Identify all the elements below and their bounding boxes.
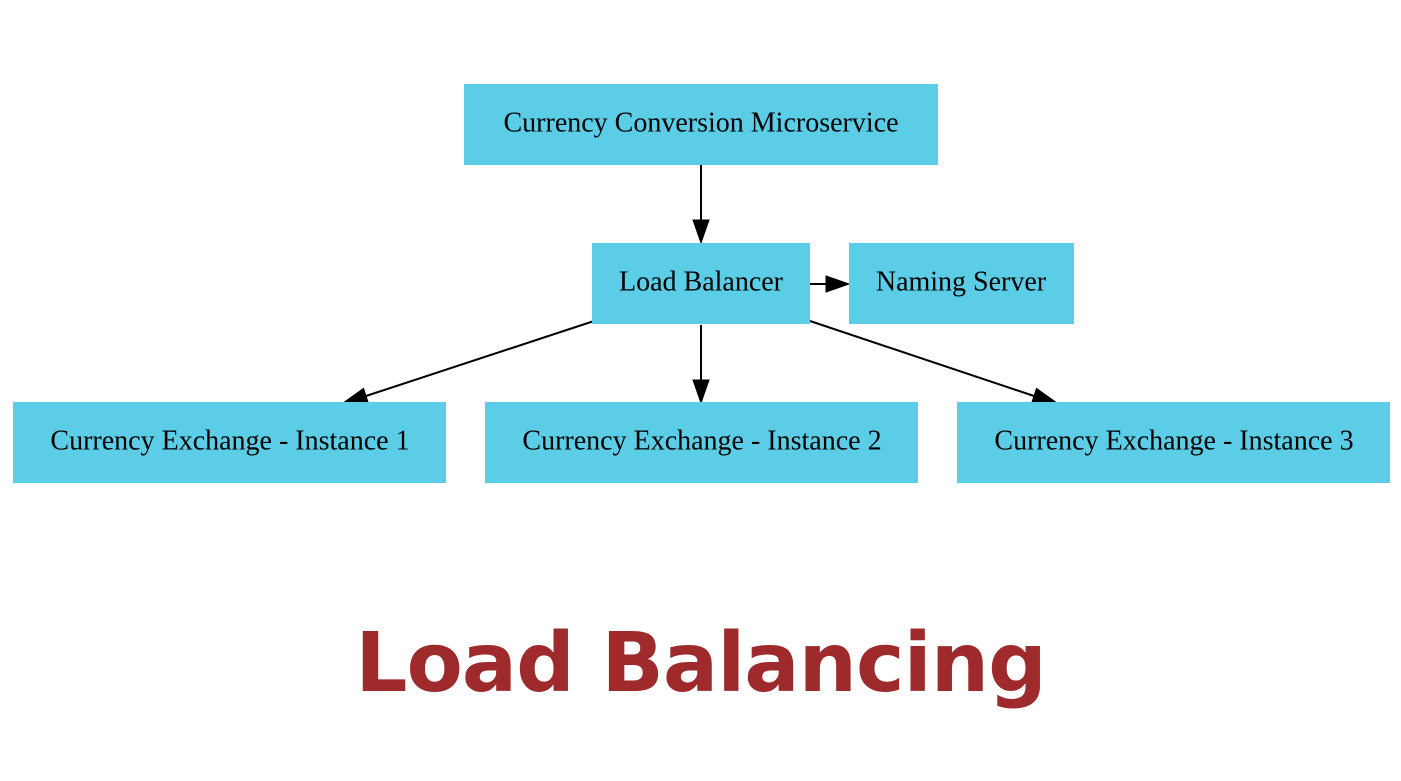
node-currency-exchange-instance-3: Currency Exchange - Instance 3 (957, 402, 1390, 483)
node-load-balancer: Load Balancer (592, 243, 810, 324)
diagram-nodes: Currency Conversion Microservice Load Ba… (13, 84, 1390, 483)
edge-load-balancer-to-naming-server (810, 275, 851, 293)
edge-conversion-to-load-balancer (692, 165, 710, 245)
edge-load-balancer-to-exchange-2 (692, 325, 710, 405)
node-currency-conversion-microservice: Currency Conversion Microservice (464, 84, 938, 165)
node-label-exchange-1: Currency Exchange - Instance 1 (50, 425, 409, 456)
page-title: Load Balancing (355, 616, 1047, 711)
node-label-load-balancer: Load Balancer (619, 266, 784, 297)
node-currency-exchange-instance-1: Currency Exchange - Instance 1 (13, 402, 446, 483)
edge-load-balancer-to-exchange-3 (809, 320, 1059, 405)
node-label-exchange-3: Currency Exchange - Instance 3 (994, 425, 1353, 456)
node-label-naming-server: Naming Server (876, 266, 1047, 297)
node-label-exchange-2: Currency Exchange - Instance 2 (522, 425, 881, 456)
edge-load-balancer-to-exchange-1 (341, 320, 595, 405)
node-currency-exchange-instance-2: Currency Exchange - Instance 2 (485, 402, 918, 483)
node-label-conversion: Currency Conversion Microservice (504, 107, 899, 138)
diagram-edges (341, 165, 1059, 405)
node-naming-server: Naming Server (849, 243, 1074, 324)
